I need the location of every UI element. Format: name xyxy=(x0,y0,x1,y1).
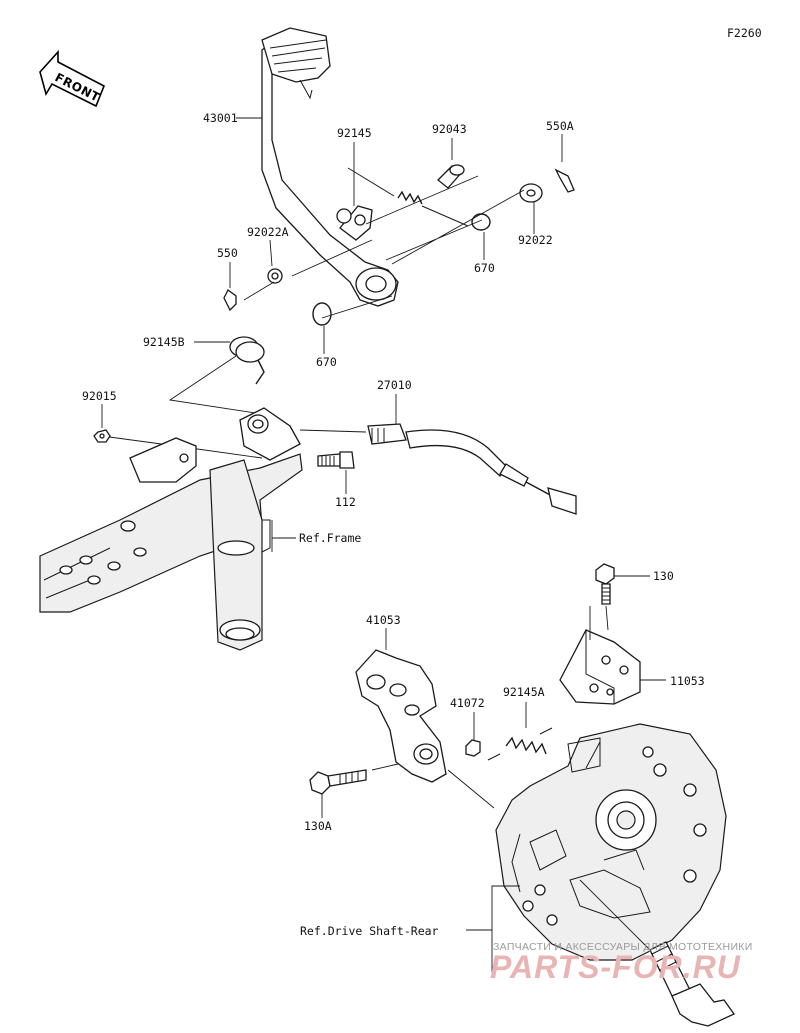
frame-reference-part xyxy=(39,407,303,651)
o-ring-670-upper-part[interactable] xyxy=(471,213,491,231)
bracket-11053-part[interactable] xyxy=(559,605,666,705)
label-ref-drive-shaft: Ref.Drive Shaft-Rear xyxy=(300,924,439,938)
label-130a: 130A xyxy=(304,819,332,833)
label-130: 130 xyxy=(653,569,674,583)
cotter-pin-550-part[interactable] xyxy=(223,289,237,312)
label-550: 550 xyxy=(217,246,238,260)
nut-92015-part[interactable] xyxy=(93,429,111,443)
spring-92145-part[interactable] xyxy=(347,167,469,227)
label-92022a: 92022A xyxy=(247,225,289,239)
diagram-code: F2260 xyxy=(727,26,762,40)
label-92015: 92015 xyxy=(82,389,117,403)
label-92043: 92043 xyxy=(432,122,467,136)
spring-92145b-part[interactable] xyxy=(229,336,265,385)
watermark-subtitle: ЗАПЧАСТИ И АКСЕССУАРЫ ДЛЯ МОТОТЕХНИКИ xyxy=(493,941,753,953)
label-92145a: 92145A xyxy=(503,685,545,699)
o-ring-670-lower-part[interactable] xyxy=(312,302,332,326)
nut-41072-part[interactable] xyxy=(465,712,481,757)
watermark: ЗАПЧАСТИ И АКСЕССУАРЫ ДЛЯ МОТОТЕХНИКИ PA… xyxy=(490,941,753,985)
washer-92022a-part[interactable] xyxy=(267,268,283,284)
label-11053: 11053 xyxy=(670,674,705,688)
label-670-upper: 670 xyxy=(474,261,495,275)
label-43001: 43001 xyxy=(203,111,238,125)
label-112: 112 xyxy=(335,495,356,509)
lever-41053-part[interactable] xyxy=(355,628,447,783)
shaft-part xyxy=(579,879,735,1027)
part-labels: 43001 92145 92043 550A 92022A 92022 550 … xyxy=(82,111,705,938)
drive-shaft-housing-reference-part xyxy=(495,723,727,961)
label-92145: 92145 xyxy=(337,126,372,140)
label-ref-frame: Ref.Frame xyxy=(299,531,361,545)
label-670-lower: 670 xyxy=(316,355,337,369)
label-92145b: 92145B xyxy=(143,335,185,349)
label-92022: 92022 xyxy=(518,233,553,247)
brake-pedal-part[interactable] xyxy=(261,27,399,307)
label-41072: 41072 xyxy=(450,696,485,710)
bolt-130a-part[interactable] xyxy=(309,769,367,818)
brake-switch-27010-part[interactable] xyxy=(299,423,577,515)
spring-92145a-part[interactable] xyxy=(487,702,553,761)
label-27010: 27010 xyxy=(377,378,412,392)
label-41053: 41053 xyxy=(366,613,401,627)
label-550a: 550A xyxy=(546,119,574,133)
pin-92043-part[interactable] xyxy=(437,164,465,189)
watermark-brand: PARTS-FOR.RU xyxy=(490,949,741,985)
washer-92022-part[interactable] xyxy=(519,183,543,203)
bolt-112-part[interactable] xyxy=(317,451,355,469)
front-arrow-icon: FRONT xyxy=(39,49,106,108)
cotter-pin-550a-part[interactable] xyxy=(554,168,575,193)
bolt-130-part[interactable] xyxy=(595,563,650,605)
